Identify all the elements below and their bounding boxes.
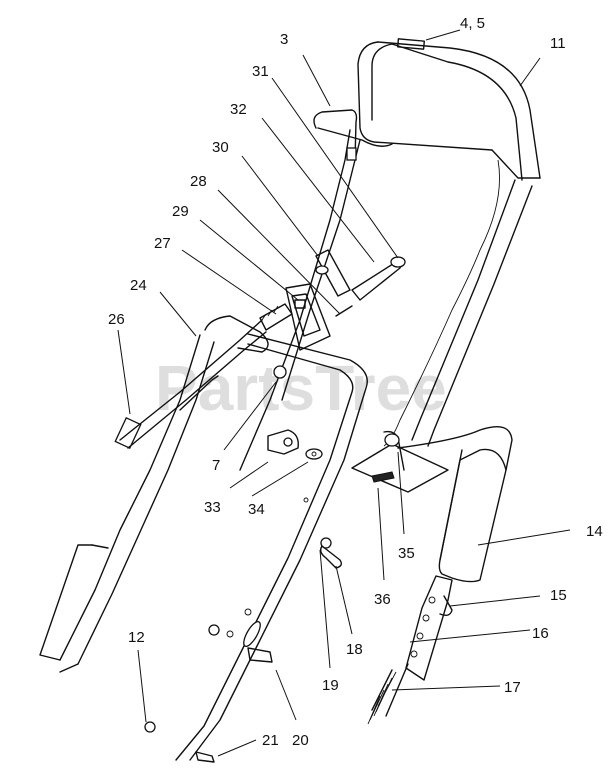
callout-29: 29 [172,203,189,220]
callout-28: 28 [190,173,207,190]
callout-19: 19 [322,677,339,694]
callout-26: 26 [108,311,125,328]
callout-15: 15 [550,587,567,604]
callout-labels: 3 4, 5 11 31 32 30 28 29 27 24 26 7 33 3… [108,15,603,749]
callout-36: 36 [374,591,391,608]
callout-31: 31 [252,63,269,80]
callout-18: 18 [346,641,363,658]
callout-17: 17 [504,679,521,696]
callout-16: 16 [532,625,549,642]
bottom-hardware [144,624,273,763]
callout-14: 14 [586,523,603,540]
upper-handle [357,38,541,447]
callout-30: 30 [212,139,229,156]
callout-3: 3 [280,31,288,48]
callout-11: 11 [550,35,566,52]
cable-bracket-assembly [259,249,406,351]
bail-bar [239,109,393,471]
callout-7: 7 [212,457,220,474]
control-cable [119,319,267,449]
callout-35: 35 [398,545,415,562]
callout-12: 12 [128,629,145,646]
callout-24: 24 [130,277,147,294]
callout-20: 20 [292,732,309,749]
callout-4-5: 4, 5 [460,15,485,32]
callout-21: 21 [262,732,279,749]
callout-34: 34 [248,501,265,518]
lower-handle-right [175,333,368,761]
callout-33: 33 [204,499,221,516]
knob-hardware [267,365,343,569]
callout-27: 27 [154,235,171,252]
leader-lines [117,29,571,757]
bag-frame [351,426,513,583]
callout-32: 32 [230,101,247,118]
